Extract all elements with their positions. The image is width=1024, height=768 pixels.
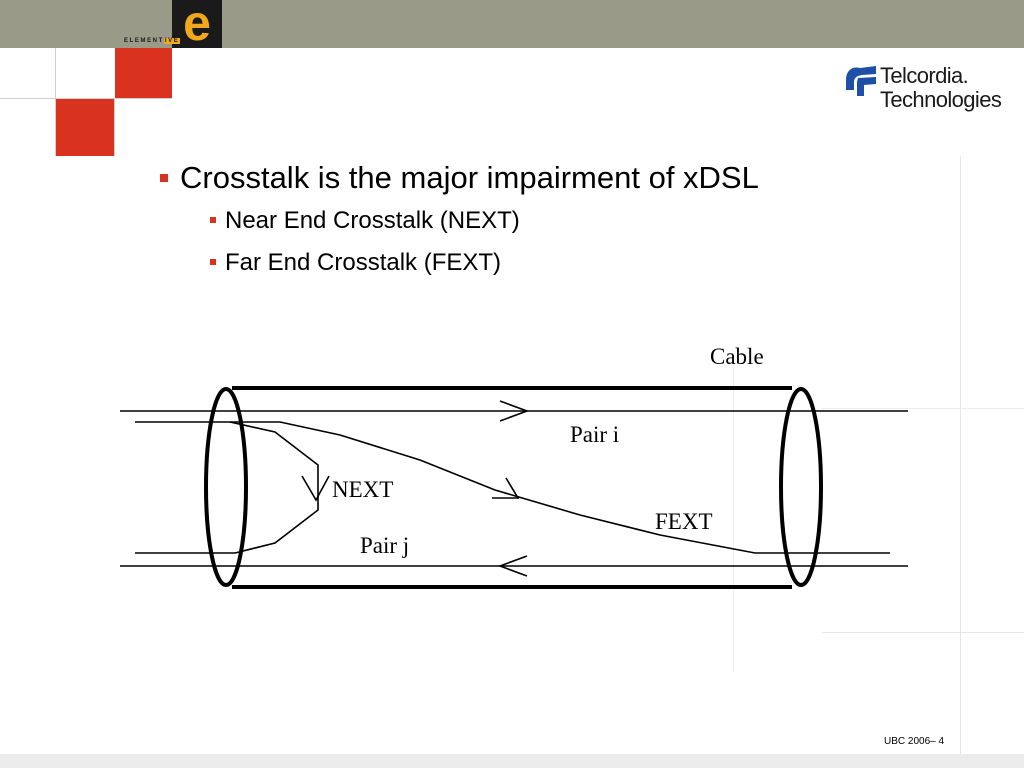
pair-i-label: Pair i: [570, 422, 620, 447]
logo-wordmark-main: ELEMENT: [124, 38, 164, 44]
pair-j-arrow: [497, 555, 528, 577]
pair-j-label: Pair j: [360, 533, 410, 558]
telcordia-name: Telcordia. Technologies: [880, 63, 1002, 112]
decorative-square: [115, 48, 172, 98]
decorative-line: [822, 408, 1024, 409]
slide-footer: UBC 2006– 4: [884, 736, 945, 747]
bullet-main: Crosstalk is the major impairment of xDS…: [160, 160, 759, 196]
cable-label: Cable: [710, 344, 764, 369]
telcordia-mark-icon: [846, 66, 876, 96]
footer-bar: [0, 754, 1024, 768]
bullet-square-icon: [210, 259, 216, 265]
logo-letter: e: [183, 0, 211, 51]
bullet-sub: Near End Crosstalk (NEXT): [210, 207, 520, 235]
logo-wordmark-accent: IVE: [163, 38, 181, 44]
telcordia-logo: Telcordia. Technologies: [842, 62, 1012, 120]
fext-coupling-path: [135, 421, 890, 554]
bullet-sub-text: Near End Crosstalk (NEXT): [225, 207, 520, 234]
elementive-logo: e: [172, 0, 222, 51]
decorative-line: [960, 156, 961, 754]
bullet-sub-text: Far End Crosstalk (FEXT): [225, 249, 502, 276]
decorative-line: [114, 98, 115, 156]
cable-left-end: [204, 387, 248, 587]
bullet-square-icon: [160, 174, 168, 182]
telcordia-name-line2: Technologies: [880, 87, 1002, 112]
fext-label: FEXT: [655, 509, 713, 534]
next-arrow: [301, 475, 330, 502]
decorative-square: [56, 99, 115, 156]
pair-i-arrow: [499, 400, 530, 422]
bullet-main-text: Crosstalk is the major impairment of xDS…: [180, 160, 759, 195]
decorative-line: [822, 632, 1024, 633]
cable-right-end: [779, 387, 823, 587]
telcordia-name-line1: Telcordia.: [880, 63, 969, 88]
decorative-line: [733, 368, 734, 672]
bullet-square-icon: [210, 217, 216, 223]
decorative-line: [0, 98, 172, 99]
fext-arrow: [492, 477, 520, 499]
next-label: NEXT: [332, 477, 394, 502]
bullet-sub: Far End Crosstalk (FEXT): [210, 249, 501, 277]
logo-wordmark: ELEMENTIVE: [124, 38, 181, 44]
decorative-line: [55, 48, 56, 156]
next-coupling-path: [135, 421, 319, 554]
